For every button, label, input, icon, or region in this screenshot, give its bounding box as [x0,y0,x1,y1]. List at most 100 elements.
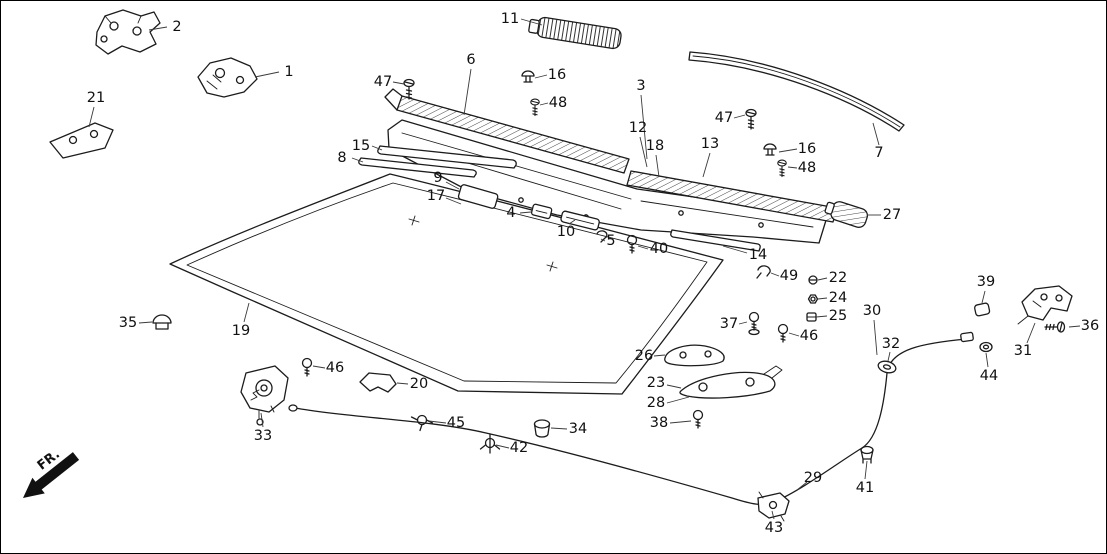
leader-11 [520,18,543,26]
leader-14 [722,245,748,254]
part-4-shim [530,203,553,220]
leader-33 [260,412,264,428]
callout-11: 11 [501,11,519,27]
part-43-latch [757,491,790,522]
leader-26 [653,354,666,357]
part-16b-clip [763,143,777,156]
part-14-strip [670,229,761,252]
callout-35: 35 [119,315,137,331]
fr-direction-arrow: FR. [23,447,80,498]
part-49-clip [756,265,771,279]
part-46a-bolt [301,357,313,377]
cowl-top-assembly [384,88,838,223]
leader-42 [495,444,510,449]
callout-20: 20 [410,376,428,392]
callout-31: 31 [1014,343,1032,359]
leader-38 [669,420,692,424]
callout-37: 37 [720,316,738,332]
part-7-molding [688,51,905,132]
callout-39: 39 [977,274,995,290]
callout-48b: 48 [798,160,816,176]
part-20-bracket [359,372,397,393]
leader-lines [88,18,1081,520]
part-37-bolt [748,311,760,336]
leader-20 [396,382,409,385]
callout-38: 38 [650,415,668,431]
callout-33: 33 [254,428,272,444]
leader-8 [351,157,364,163]
part-8-seal-strip [358,157,477,178]
callout-43: 43 [765,520,783,536]
leader-49 [770,272,780,277]
leader-19 [243,302,250,323]
part-48b-screw [777,159,787,178]
callout-46a: 46 [326,360,344,376]
leader-12 [639,136,648,168]
leader-45 [428,420,447,424]
leader-43 [771,510,775,520]
callout-16b: 16 [798,141,816,157]
callout-28: 28 [647,395,665,411]
callout-14: 14 [749,247,767,263]
part-33-hood-lock [240,365,289,426]
part-38-bolt [692,409,704,429]
part-27-bracket [824,201,869,228]
leader-48a [539,102,549,106]
callout-1: 1 [284,64,293,80]
callout-34: 34 [569,421,587,437]
leader-24 [817,297,828,300]
part-35-grommet [152,314,172,330]
callout-40: 40 [650,241,668,257]
callout-5: 5 [606,233,615,249]
callout-9: 9 [433,170,442,186]
leader-18 [655,154,660,178]
leader-6 [463,68,472,116]
leader-35 [138,321,153,324]
leader-16b [778,148,798,153]
part-5-clip [596,230,608,243]
part-42-clip [479,433,501,454]
leader-32 [887,351,891,362]
callout-16a: 16 [548,67,566,83]
part-1-bracket [197,57,258,98]
part-10-shim [560,210,600,231]
leader-29 [796,481,808,491]
callout-24: 24 [829,290,847,306]
callout-12: 12 [629,120,647,136]
callout-4: 4 [506,205,515,221]
leader-48b [787,166,798,169]
callout-21: 21 [87,90,105,106]
leader-17 [445,197,462,205]
part-16a-clip [521,70,535,83]
leader-5 [600,238,606,242]
leader-25 [815,315,828,318]
leader-31 [1026,322,1036,344]
leader-46a [312,365,326,369]
part-30-release-cable [288,331,974,506]
callout-3: 3 [636,78,645,94]
callout-22: 22 [829,270,847,286]
part-11-vent-grille [528,16,622,50]
leader-2 [148,26,168,31]
leader-44 [985,352,989,368]
callout-47b: 47 [715,110,733,126]
leader-7 [872,122,880,146]
part-46b-bolt [777,323,789,343]
part-19-hood-panel [169,173,724,395]
callout-49: 49 [780,268,798,284]
callout-44: 44 [980,368,998,384]
callout-18: 18 [646,138,664,154]
callout-15: 15 [352,138,370,154]
part-36-screw [1044,321,1066,333]
callout-47a: 47 [374,74,392,90]
callout-17: 17 [427,188,445,204]
callout-46b: 46 [800,328,818,344]
leader-4 [519,211,532,214]
leader-22 [817,277,828,281]
part-25-collar [806,312,817,322]
part-24-nut [807,294,819,304]
part-47a-screw [403,78,415,100]
leader-13 [702,152,711,178]
